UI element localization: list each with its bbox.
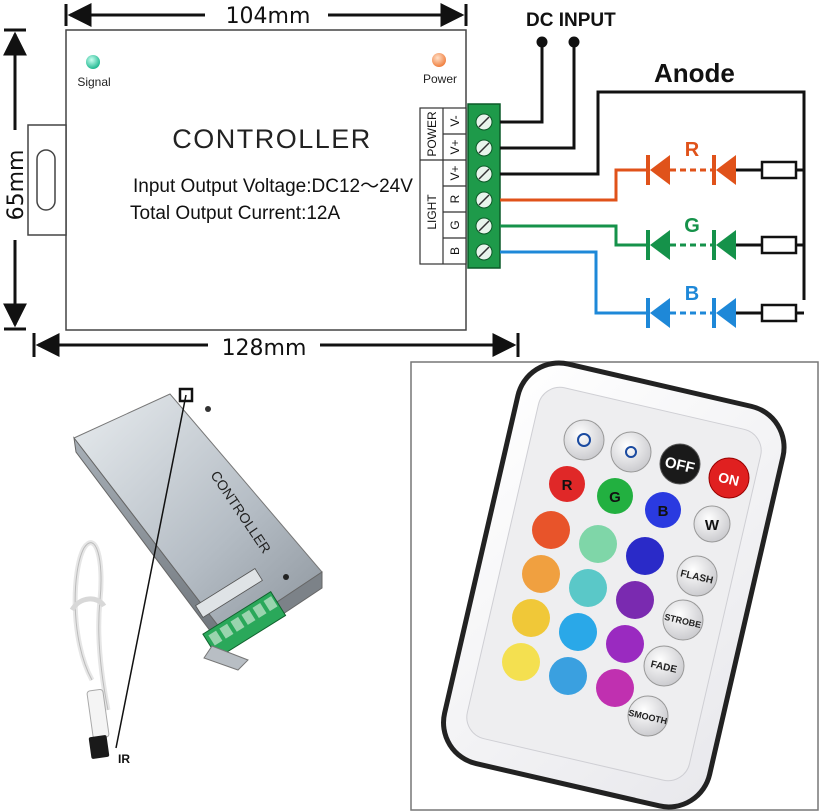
height-dimension-label: 65mm	[4, 150, 29, 221]
color-button-10[interactable]	[502, 643, 540, 681]
green-led-channel: G	[500, 215, 798, 260]
signal-label: Signal	[77, 75, 110, 89]
color-button-3[interactable]	[626, 537, 664, 575]
width-dimension-label: 104mm	[226, 4, 311, 29]
terminal-group-power: POWER	[425, 111, 439, 157]
red-led-channel: R	[500, 139, 798, 202]
on-label: ON	[717, 469, 741, 489]
controller-box-outline	[65, 29, 467, 331]
ir-receiver-highlight	[178, 387, 194, 403]
photo-terminal-block	[202, 591, 287, 659]
blue-button-label: B	[658, 503, 669, 520]
color-button-4[interactable]	[522, 555, 560, 593]
white-button-label: W	[705, 517, 720, 534]
spec-current: Total Output Current:12A	[130, 203, 340, 224]
color-button-2[interactable]	[579, 525, 617, 563]
terminal-screws	[475, 113, 493, 261]
terminal-label-r: R	[448, 194, 462, 203]
red-channel-label: R	[685, 139, 700, 161]
terminal-group-light: LIGHT	[425, 194, 439, 230]
length-dimension-label: 128mm	[222, 336, 307, 361]
terminal-label-v-plus-light: V+	[448, 165, 462, 180]
blue-channel-label: B	[685, 283, 699, 305]
photo-terminal-label	[195, 567, 263, 619]
color-button-11[interactable]	[549, 657, 587, 695]
green-button-label: G	[609, 489, 621, 506]
length-dimension: 128mm	[32, 333, 520, 361]
photo-power-led	[283, 574, 289, 580]
controller-title: CONTROLLER	[172, 124, 372, 154]
terminal-label-b: B	[448, 247, 462, 255]
blue-resistor	[760, 303, 798, 323]
terminal-label-v-minus: V-	[448, 115, 462, 126]
red-button-label: R	[562, 477, 573, 494]
color-button-12[interactable]	[596, 669, 634, 707]
brightness-up-icon	[577, 433, 591, 447]
anode-wires	[500, 90, 806, 315]
remote-panel: OFF ON R G B W FLASH	[410, 360, 819, 811]
power-led-icon	[432, 53, 446, 67]
photo-signal-led	[205, 406, 211, 412]
off-button[interactable]: OFF	[659, 443, 701, 485]
green-resistor	[760, 235, 798, 255]
ir-sensor-head	[88, 735, 110, 759]
green-channel-label: G	[684, 215, 700, 237]
color-button-6[interactable]	[616, 581, 654, 619]
ir-pointer-line	[115, 394, 187, 749]
green-button[interactable]: G	[597, 478, 633, 514]
controller-photo: CONTROLLER IR	[69, 387, 323, 766]
dc-input-wires	[500, 36, 580, 150]
white-button[interactable]: W	[693, 505, 731, 543]
terminal-label-v-plus-power: V+	[448, 139, 462, 154]
color-button-1[interactable]	[532, 511, 570, 549]
color-button-9[interactable]	[606, 625, 644, 663]
width-dimension: 104mm	[64, 2, 468, 29]
brightness-down-icon	[625, 446, 637, 458]
controller-dimension-diagram: 104mm 65mm 128mm Signal Power CONTROLLER	[2, 2, 806, 361]
on-button[interactable]: ON	[708, 457, 750, 499]
flash-button[interactable]: FLASH	[676, 555, 718, 597]
power-label: Power	[423, 72, 457, 86]
off-label: OFF	[663, 454, 696, 477]
color-button-7[interactable]	[512, 599, 550, 637]
brightness-up-button[interactable]	[563, 419, 605, 461]
red-button[interactable]: R	[549, 466, 585, 502]
red-resistor	[760, 160, 798, 180]
signal-led-icon	[86, 55, 100, 69]
spec-voltage: Input Output Voltage:DC12～24V	[133, 176, 413, 197]
terminal-block	[467, 103, 501, 269]
terminal-label-g: G	[448, 220, 462, 229]
blue-led-channel: B	[500, 250, 798, 328]
color-button-8[interactable]	[559, 613, 597, 651]
color-button-5[interactable]	[569, 569, 607, 607]
color-button-grid	[502, 511, 664, 707]
ir-label: IR	[118, 752, 130, 766]
fade-button[interactable]: FADE	[643, 645, 685, 687]
dc-input-label: DC INPUT	[526, 10, 616, 31]
anode-label: Anode	[654, 58, 735, 88]
blue-button[interactable]: B	[645, 492, 681, 528]
brightness-down-button[interactable]	[610, 431, 652, 473]
height-dimension: 65mm	[2, 28, 29, 331]
ir-port-slot	[36, 149, 56, 211]
strobe-button[interactable]: STROBE	[662, 599, 704, 641]
terminal-label-panel: POWER LIGHT V- V+ V+ R G B	[419, 107, 467, 265]
smooth-button[interactable]: SMOOTH	[627, 695, 669, 737]
